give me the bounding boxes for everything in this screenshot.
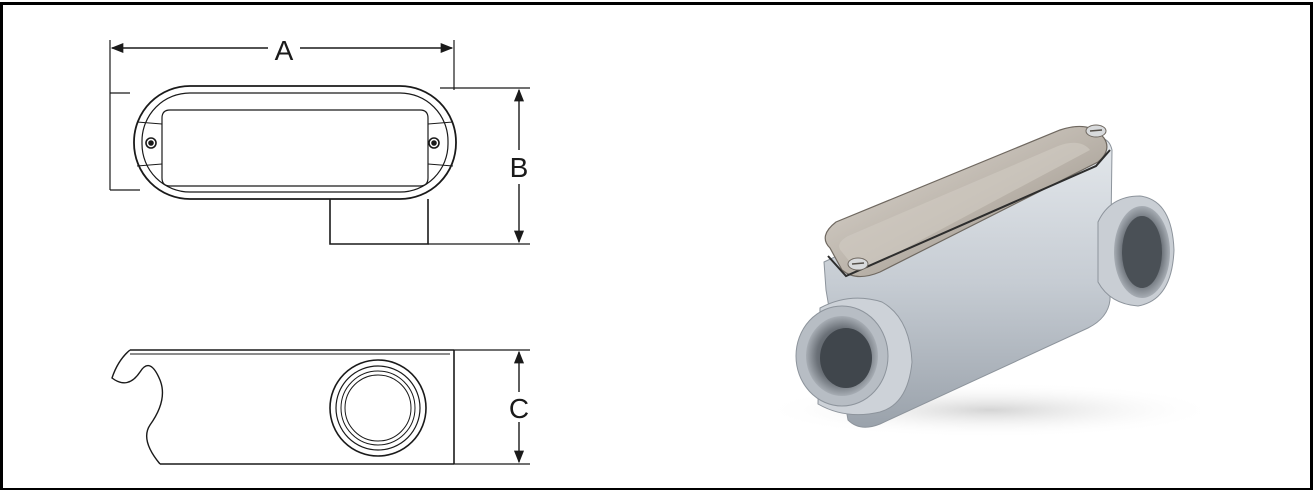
dimension-b: B <box>510 88 529 244</box>
top-view-drawing <box>109 40 530 245</box>
side-view-drawing <box>111 349 530 465</box>
cover-screw-front-icon <box>847 257 869 271</box>
right-hub <box>1097 195 1175 307</box>
cover-screw-back-icon <box>1085 124 1107 138</box>
conduit-body-photo <box>760 124 1220 438</box>
screw-right-icon <box>428 137 440 149</box>
dimension-a-label: A <box>275 35 294 66</box>
dimension-a: A <box>110 35 454 66</box>
side-hub-opening <box>329 359 427 457</box>
dimension-c-label: C <box>509 393 529 424</box>
dimension-c: C <box>509 350 529 464</box>
dimension-b-label: B <box>510 152 529 183</box>
screw-left-icon <box>145 137 157 149</box>
front-hub <box>795 297 913 416</box>
